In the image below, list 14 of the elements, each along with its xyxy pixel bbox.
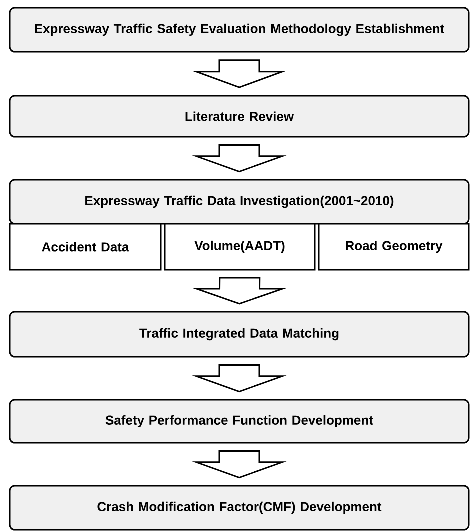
data-box: Accident Data bbox=[9, 223, 162, 271]
block-arrow bbox=[192, 144, 287, 173]
block-arrow bbox=[192, 277, 288, 305]
process-box: Literature Review bbox=[9, 95, 470, 138]
data-box: Volume(AADT) bbox=[164, 223, 316, 271]
block-arrow bbox=[192, 450, 287, 479]
block-arrow bbox=[192, 364, 287, 393]
process-box: Expressway Traffic Data Investigation(2001~2010) bbox=[9, 179, 470, 225]
process-box: Safety Performance Function Development bbox=[9, 399, 470, 444]
process-box: Expressway Traffic Safety Evaluation Methodology Establishment bbox=[9, 7, 470, 53]
process-box: Traffic Integrated Data Matching bbox=[9, 311, 470, 358]
data-box: Road Geometry bbox=[318, 223, 470, 271]
block-arrow bbox=[192, 60, 287, 88]
process-box: Crash Modification Factor(CMF) Development bbox=[9, 485, 470, 531]
